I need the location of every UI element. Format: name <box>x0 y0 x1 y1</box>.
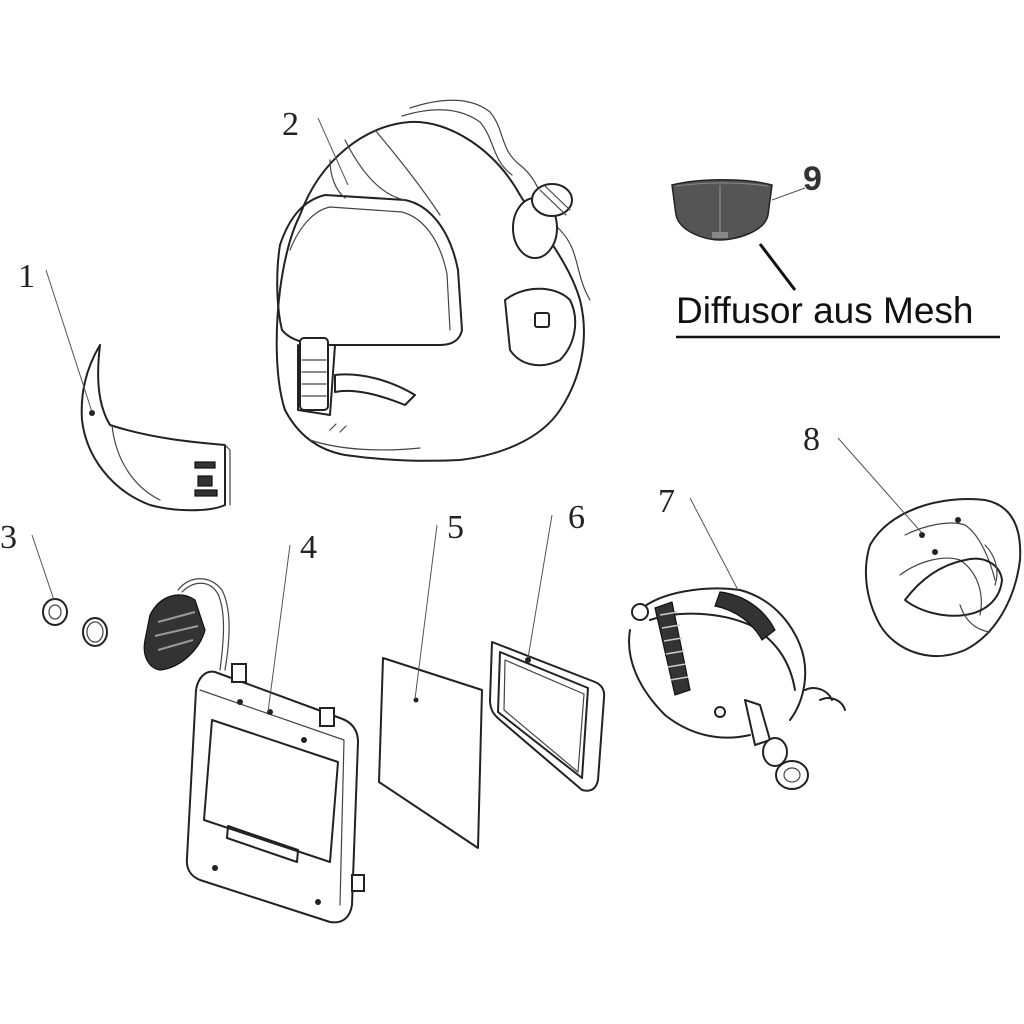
callout-numbers: 1 2 3 4 5 6 7 8 9 <box>0 106 822 566</box>
part-9-mesh-diffuser[interactable] <box>671 179 773 241</box>
diffuser-caption: Diffusor aus Mesh <box>676 290 1000 339</box>
part-2-helmet-shell[interactable] <box>275 99 591 462</box>
callout-3: 3 <box>0 519 17 556</box>
part-7-headgear[interactable] <box>628 587 846 790</box>
callout-8: 8 <box>803 421 820 458</box>
callout-5: 5 <box>447 509 464 546</box>
part-8-head-cap[interactable] <box>864 498 1022 657</box>
callout-1: 1 <box>18 258 35 295</box>
callout-2: 2 <box>282 106 299 143</box>
callout-9: 9 <box>803 160 822 198</box>
part-1-cover-lens[interactable] <box>80 344 231 512</box>
callout-6: 6 <box>568 499 585 536</box>
caption-text: Diffusor aus Mesh <box>676 290 974 331</box>
part-6-auto-darkening-filter[interactable] <box>489 641 606 792</box>
part-3-small-rings[interactable] <box>42 598 108 647</box>
callout-4: 4 <box>300 529 317 566</box>
part-4-lens-holder-frame[interactable] <box>143 578 365 924</box>
part-5-inner-cover-plate[interactable] <box>378 657 483 849</box>
callout-7: 7 <box>658 483 675 520</box>
leader-lines <box>31 117 923 713</box>
